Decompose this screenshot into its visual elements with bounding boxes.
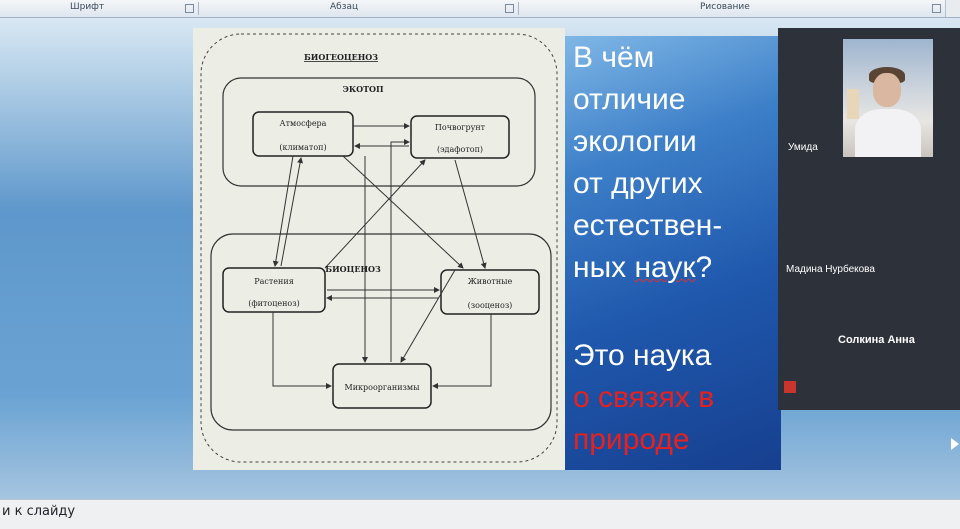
mouse-cursor-icon [951,438,959,450]
answer-line-3: природе [573,423,690,456]
climatop-label: (климатоп) [279,143,326,152]
ecosystem-diagram: БИОГЕОЦЕНОЗ ЭКОТОП БИОЦЕНОЗ Атмосфера (к… [200,33,558,463]
ecotop-region [222,77,536,187]
ribbon-separator [518,2,519,15]
phytocenosis-label: (фитоценоз) [248,299,299,308]
ribbon-group-font[interactable]: Шрифт [70,2,105,12]
video-participants-panel: Умида Мадина Нурбекова Солкина Анна [778,28,960,410]
plants-box [222,267,326,313]
atmosphere-box [252,111,354,157]
soil-box [410,115,510,159]
paragraph-dialog-launcher-icon[interactable] [505,4,514,13]
answer-line-1: Это наука [573,339,712,372]
diagram-title: БИОГЕОЦЕНОЗ [304,52,378,62]
ecotop-label: ЭКОТОП [342,84,384,94]
slide: БИОГЕОЦЕНОЗ ЭКОТОП БИОЦЕНОЗ Атмосфера (к… [193,28,781,470]
animals-label: Животные [468,277,513,286]
animals-box [440,269,540,315]
ribbon-separator [198,2,199,15]
person-body [855,109,921,157]
ribbon: Шрифт Абзац Рисование [0,0,960,18]
question-line-5: естествен- [573,209,723,242]
participant-name-1: Умида [788,142,818,153]
biocenosis-label: БИОЦЕНОЗ [325,264,381,274]
ribbon-group-drawing[interactable]: Рисование [700,2,750,12]
question-line-6-word: наук [634,251,696,284]
answer-line-2: о связях в [573,381,715,414]
question-line-6-part-1: ных [573,251,635,284]
diagram-panel: БИОГЕОЦЕНОЗ ЭКОТОП БИОЦЕНОЗ Атмосфера (к… [193,28,565,470]
atmosphere-label: Атмосфера [280,119,327,128]
biogeocenosis-frame [200,33,558,463]
person-head [873,73,901,107]
ribbon-group-paragraph[interactable]: Абзац [330,2,359,12]
question-line-1: В чём [573,41,655,74]
biocenosis-region [210,233,552,431]
soil-label: Почвогрунт [435,123,486,132]
question-mark: ? [695,251,713,284]
participant-video-thumbnail[interactable] [843,39,933,157]
question-line-4: от других [573,167,703,200]
question-line-3: экологии [573,125,697,158]
ribbon-scroll-handle[interactable] [945,0,960,17]
plants-label: Растения [254,277,294,286]
zoocenosis-label: (зооценоз) [468,301,513,310]
font-dialog-launcher-icon[interactable] [185,4,194,13]
participant-name-3: Солкина Анна [838,334,915,346]
background-lamp [847,89,859,119]
question-panel: В чём отличие экологии от других естеств… [565,36,781,470]
question-line-2: отличие [573,83,686,116]
drawing-dialog-launcher-icon[interactable] [932,4,941,13]
status-text: и к слайду [2,504,76,519]
edaphotop-label: (эдафотоп) [437,145,483,154]
participant-name-2: Мадина Нурбекова [786,264,875,275]
muted-microphone-icon[interactable] [784,381,796,393]
microorganisms-box [332,363,432,409]
question-line-6: ных наук? [573,250,712,286]
status-bar: и к слайду [0,499,960,529]
microorganisms-label: Микроорганизмы [345,383,421,392]
